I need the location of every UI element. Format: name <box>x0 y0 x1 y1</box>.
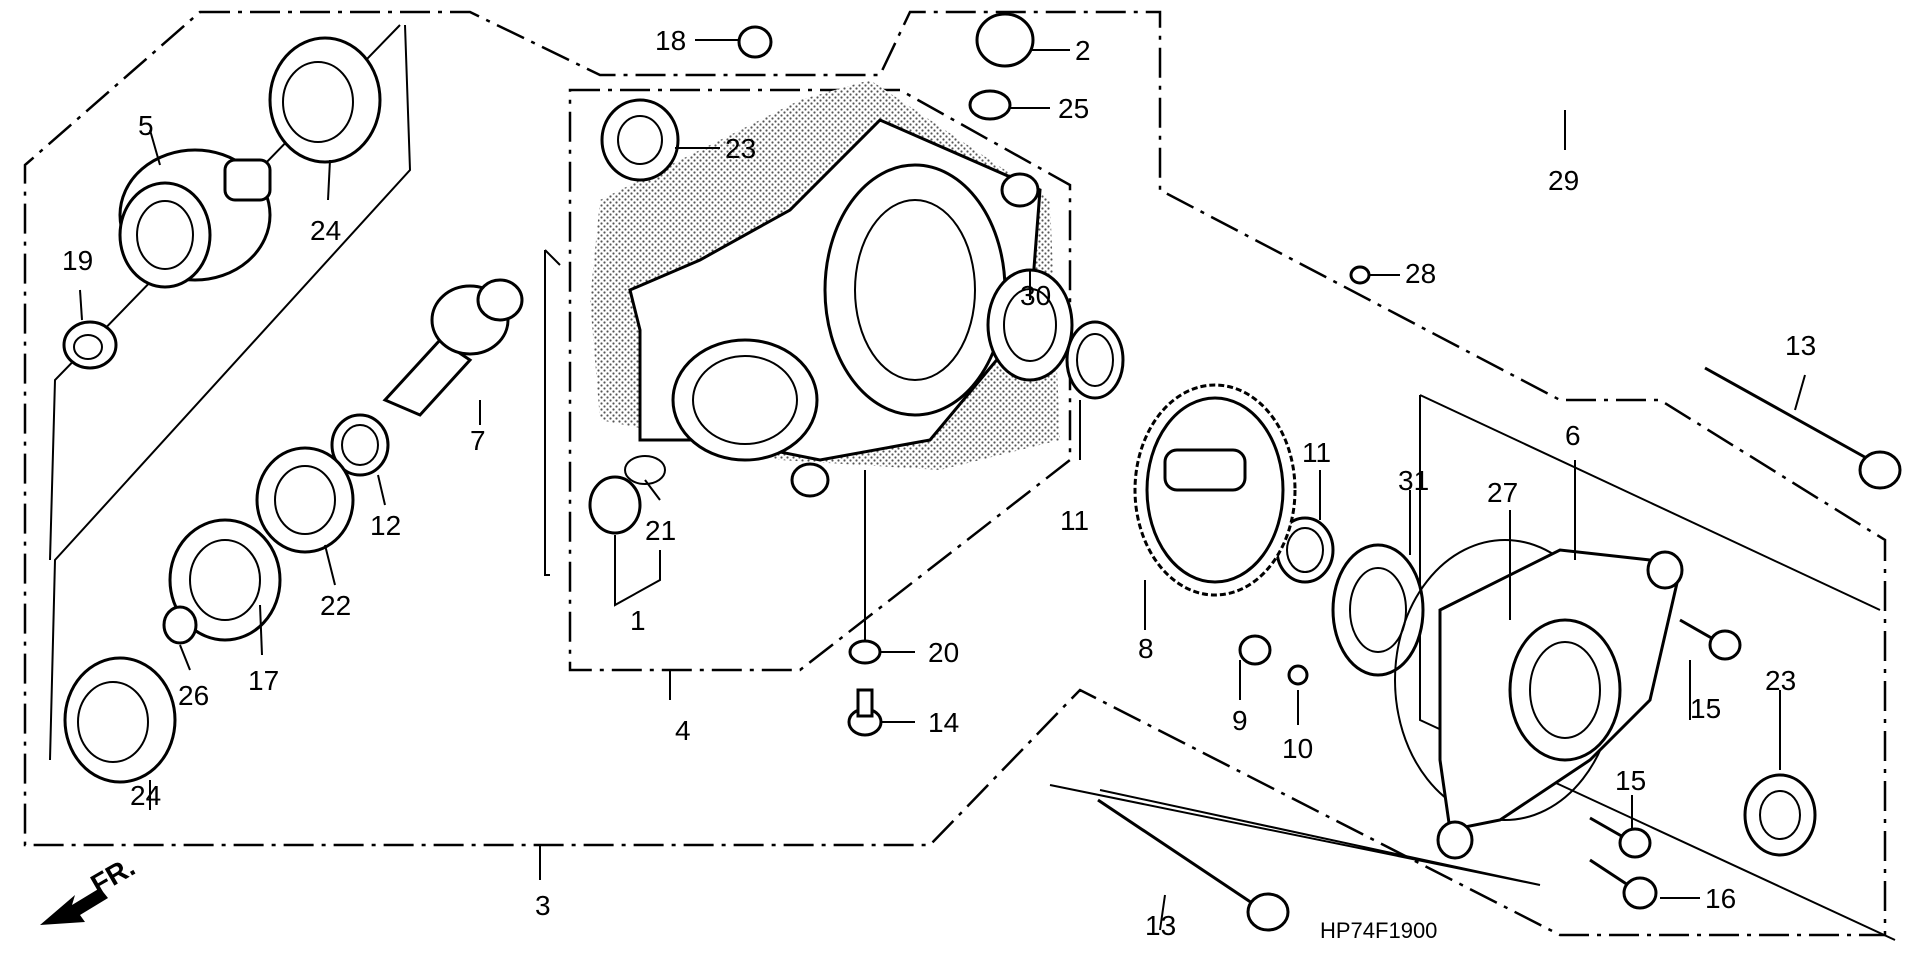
part-14-bolt <box>847 688 883 737</box>
callout-18: 18 <box>655 25 686 56</box>
part-1-bushing <box>588 475 642 535</box>
callout-28: 28 <box>1405 258 1436 289</box>
diagram-code: HP74F1900 <box>1320 918 1437 943</box>
callout-26: 26 <box>178 680 209 711</box>
leader-lines <box>79 39 1806 931</box>
callout-8: 8 <box>1138 633 1154 664</box>
callout-7: 7 <box>470 425 486 456</box>
callout-11-b: 11 <box>1302 437 1331 468</box>
callout-16: 16 <box>1705 883 1736 914</box>
part-29-breather-tube <box>1324 46 1712 267</box>
callout-11-a: 11 <box>1060 505 1089 536</box>
part-7-pinion <box>382 278 524 417</box>
callout-13-a: 13 <box>1785 330 1816 361</box>
callout-24-b: 24 <box>130 780 161 811</box>
part-15-bolt-top <box>1679 618 1742 661</box>
part-10-washer <box>1287 664 1309 686</box>
part-8-ring-gear <box>1133 383 1297 597</box>
part-22-bearing <box>255 446 355 554</box>
callout-4: 4 <box>675 715 691 746</box>
part-24-seal-top <box>268 36 382 164</box>
part-18-nut <box>737 25 773 59</box>
callout-21: 21 <box>645 515 676 546</box>
callout-13-b: 13 <box>1145 910 1176 941</box>
callout-22: 22 <box>320 590 351 621</box>
callout-19: 19 <box>62 245 93 276</box>
part-21-clip <box>624 455 666 485</box>
callout-3: 3 <box>535 890 551 921</box>
right-group-outline <box>1049 394 1896 941</box>
part-20-washer <box>848 639 882 665</box>
callout-12: 12 <box>370 510 401 541</box>
part-31-bearing <box>1331 543 1425 677</box>
part-17-nut <box>168 518 282 642</box>
callout-30: 30 <box>1020 280 1051 311</box>
housing-casting <box>590 80 1060 498</box>
callout-24-a: 24 <box>310 215 341 246</box>
callout-31: 31 <box>1398 465 1429 496</box>
part-23-bearing-right <box>1743 773 1817 857</box>
part-15-bolt-bottom <box>1589 816 1652 859</box>
part-callouts: 1 2 3 4 5 6 7 8 9 10 11 11 12 13 13 14 1… <box>62 25 1816 941</box>
part-19-nut <box>62 320 118 370</box>
part-13-bolt-top <box>1704 366 1902 490</box>
part-25-oring <box>968 89 1012 121</box>
callout-5: 5 <box>138 110 154 141</box>
part-12-ring <box>330 413 390 477</box>
callout-29: 29 <box>1548 165 1579 196</box>
part-26-oring <box>162 605 198 645</box>
part-9-plug <box>1238 634 1272 666</box>
part-16-bolt <box>1589 858 1658 910</box>
callout-6: 6 <box>1565 420 1581 451</box>
callout-27: 27 <box>1487 477 1518 508</box>
assembly-boundary-3 <box>23 10 1887 937</box>
front-arrow: FR. <box>40 851 140 925</box>
callout-15-a: 15 <box>1690 693 1721 724</box>
callout-15-b: 15 <box>1615 765 1646 796</box>
part-30-bearing <box>986 268 1074 382</box>
callout-20: 20 <box>928 637 959 668</box>
part-28-clip <box>1349 265 1371 285</box>
part-5-hub <box>118 148 272 289</box>
part-2-cap <box>975 12 1035 68</box>
part-24-seal-bottom <box>63 656 177 784</box>
callout-25: 25 <box>1058 93 1089 124</box>
callout-23-b: 23 <box>1765 665 1796 696</box>
part-6-cover <box>1436 548 1684 860</box>
callout-2: 2 <box>1075 35 1091 66</box>
callout-9: 9 <box>1232 705 1248 736</box>
part-11-shim-left <box>1065 320 1125 400</box>
callout-17: 17 <box>248 665 279 696</box>
assembly-boundary-4 <box>568 88 1072 672</box>
callout-14: 14 <box>928 707 959 738</box>
callout-10: 10 <box>1282 733 1313 764</box>
callout-1: 1 <box>630 605 646 636</box>
part-23-bearing-top <box>600 98 680 182</box>
part-13-bolt-bottom <box>1097 798 1290 932</box>
callout-23-a: 23 <box>725 133 756 164</box>
